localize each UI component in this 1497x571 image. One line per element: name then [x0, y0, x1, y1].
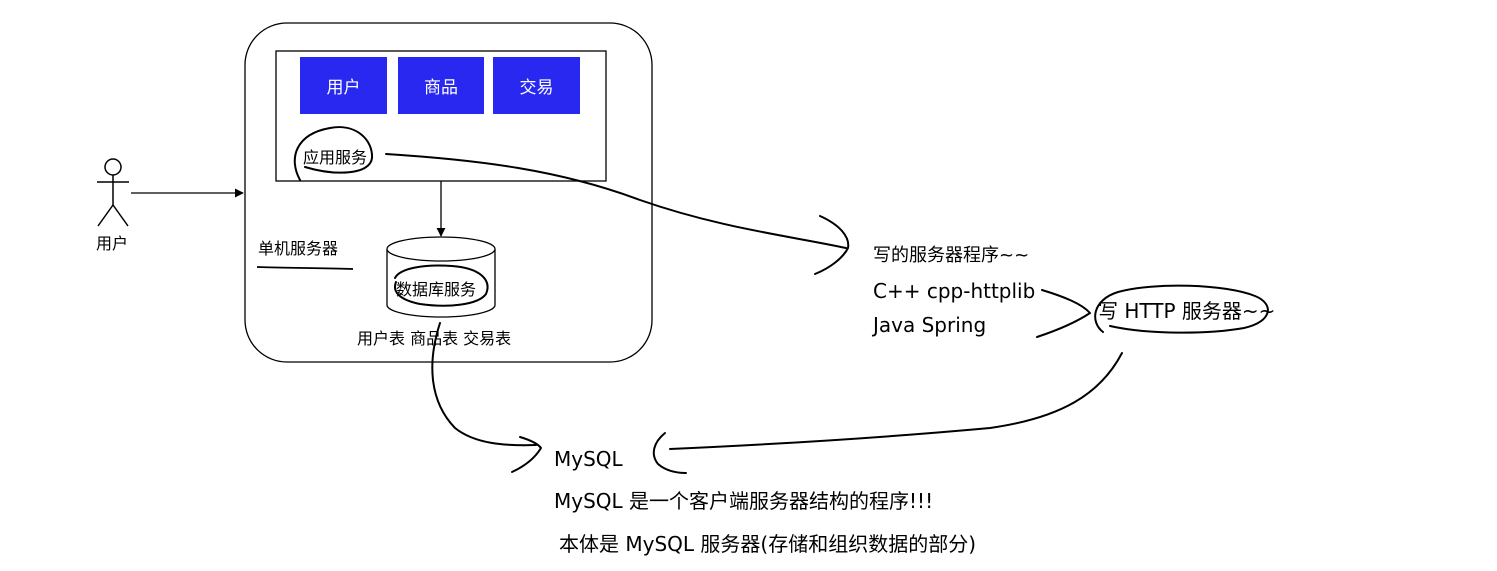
server-program-note: 写的服务器程序~~	[873, 245, 1030, 266]
java-note: Java Spring	[873, 313, 987, 337]
mysql-desc-2: 本体是 MySQL 服务器(存储和组织数据的部分)	[559, 532, 976, 556]
db-to-mysql-curve	[431, 322, 537, 447]
database-cylinder	[386, 236, 496, 318]
module-product: 商品	[398, 57, 484, 114]
server-box	[244, 22, 653, 363]
user-stick-figure	[97, 158, 129, 227]
http-server-circle	[1094, 284, 1269, 334]
app-service-circle	[293, 126, 374, 181]
db-service-label: 数据库服务	[396, 280, 477, 299]
http-server-note: 写 HTTP 服务器~~	[1098, 299, 1276, 323]
http-to-mysql-head	[652, 432, 687, 474]
cpp-note: C++ cpp-httplib	[873, 279, 1036, 303]
server-label-underline	[256, 266, 354, 270]
db-service-circle	[394, 264, 489, 307]
http-to-mysql-curve	[669, 352, 1123, 450]
app-service-curve	[385, 153, 847, 249]
user-label: 用户	[96, 234, 129, 253]
module-user: 用户	[300, 57, 387, 114]
app-service-label: 应用服务	[303, 148, 368, 167]
mysql-title: MySQL	[554, 447, 623, 471]
server-label: 单机服务器	[258, 239, 339, 258]
module-trade: 交易	[493, 57, 580, 114]
db-tables-label: 用户表 商品表 交易表	[357, 329, 512, 348]
app-service-curve-head	[814, 215, 850, 275]
db-to-mysql-head	[511, 436, 542, 473]
mysql-desc-1: MySQL 是一个客户端服务器结构的程序!!!	[554, 489, 934, 513]
server-program-brace	[1036, 289, 1091, 338]
